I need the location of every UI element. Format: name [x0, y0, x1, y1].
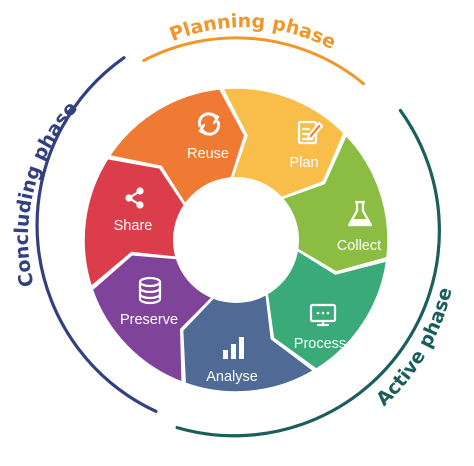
concluding-phase-label: Concluding phase — [11, 97, 82, 289]
database-icon — [140, 278, 160, 303]
screen-icon — [311, 305, 335, 325]
lifecycle-segments — [83, 87, 389, 393]
stage-label-reuse: Reuse — [187, 146, 229, 162]
stage-label-plan: Plan — [289, 155, 318, 171]
flask-icon — [349, 202, 371, 225]
active-phase-label: Active phase — [372, 285, 457, 410]
stage-label-process: Process — [294, 336, 346, 352]
share-icon — [125, 187, 144, 209]
stage-label-share: Share — [114, 218, 153, 234]
stage-label-preserve: Preserve — [120, 312, 178, 328]
bar-chart-icon — [223, 337, 244, 359]
recycle-icon — [199, 114, 218, 134]
stage-icons — [125, 114, 371, 359]
stage-label-collect: Collect — [337, 238, 381, 254]
edit-icon — [299, 122, 322, 143]
concluding-phase-arc — [35, 56, 158, 413]
center-circle — [173, 177, 299, 303]
planning-phase-label: Planning phase — [167, 10, 340, 54]
active-phase-arc — [175, 108, 441, 438]
planning-phase-arc — [142, 36, 366, 86]
stage-label-analyse: Analyse — [206, 369, 258, 385]
